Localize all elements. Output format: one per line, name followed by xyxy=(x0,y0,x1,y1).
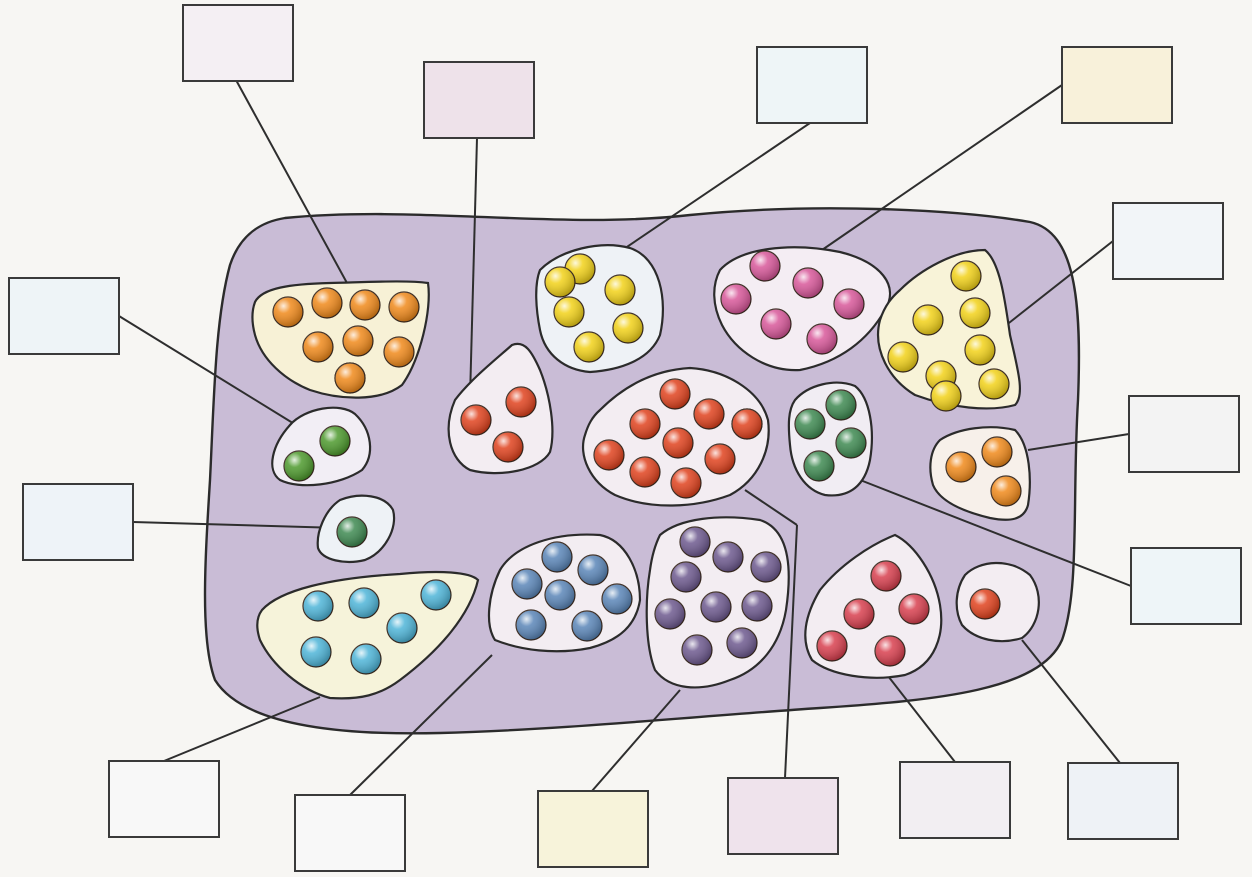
answer-box[interactable] xyxy=(424,62,534,138)
ball-highlight xyxy=(960,298,990,328)
ball-highlight xyxy=(303,591,333,621)
ball-highlight xyxy=(671,562,701,592)
answer-box[interactable] xyxy=(538,791,648,867)
ball-highlight xyxy=(301,637,331,667)
ball-highlight xyxy=(349,588,379,618)
ball-highlight xyxy=(951,261,981,291)
ball-highlight xyxy=(871,561,901,591)
answer-box[interactable] xyxy=(23,484,133,560)
ball-highlight xyxy=(705,444,735,474)
ball-group-yellow xyxy=(536,245,663,372)
ball-highlight xyxy=(946,452,976,482)
ball-highlight xyxy=(512,569,542,599)
ball-highlight xyxy=(727,628,757,658)
ball-highlight xyxy=(613,313,643,343)
answer-box[interactable] xyxy=(183,5,293,81)
ball-highlight xyxy=(578,555,608,585)
ball-highlight xyxy=(913,305,943,335)
ball-highlight xyxy=(793,268,823,298)
ball-highlight xyxy=(554,297,584,327)
ball-highlight xyxy=(320,426,350,456)
ball-highlight xyxy=(979,369,1009,399)
ball-highlight xyxy=(389,292,419,322)
answer-box[interactable] xyxy=(757,47,867,123)
answer-box[interactable] xyxy=(1062,47,1172,123)
ball-highlight xyxy=(982,437,1012,467)
ball-highlight xyxy=(742,591,772,621)
ball-highlight xyxy=(931,381,961,411)
ball-highlight xyxy=(875,636,905,666)
ball-highlight xyxy=(834,289,864,319)
ball-group-red xyxy=(957,563,1039,641)
ball-highlight xyxy=(663,428,693,458)
ball-highlight xyxy=(899,594,929,624)
ball-highlight xyxy=(750,251,780,281)
ball-highlight xyxy=(630,409,660,439)
answer-box[interactable] xyxy=(9,278,119,354)
answer-box[interactable] xyxy=(900,762,1010,838)
ball-highlight xyxy=(721,284,751,314)
ball-highlight xyxy=(751,552,781,582)
ball-highlight xyxy=(836,428,866,458)
answer-box[interactable] xyxy=(1113,203,1223,279)
ball-highlight xyxy=(303,332,333,362)
ball-highlight xyxy=(312,288,342,318)
ball-highlight xyxy=(602,584,632,614)
ball-highlight xyxy=(337,517,367,547)
ball-highlight xyxy=(795,409,825,439)
ball-highlight xyxy=(965,335,995,365)
ball-highlight xyxy=(682,635,712,665)
ball-highlight xyxy=(594,440,624,470)
ball-highlight xyxy=(545,267,575,297)
ball-highlight xyxy=(493,432,523,462)
ball-highlight xyxy=(807,324,837,354)
ball-highlight xyxy=(701,592,731,622)
ball-highlight xyxy=(461,405,491,435)
ball-highlight xyxy=(384,337,414,367)
ball-highlight xyxy=(574,332,604,362)
ball-highlight xyxy=(732,409,762,439)
ball-highlight xyxy=(421,580,451,610)
ball-highlight xyxy=(804,451,834,481)
answer-box[interactable] xyxy=(728,778,838,854)
connector-line xyxy=(164,697,320,761)
ball-highlight xyxy=(970,589,1000,619)
ball-highlight xyxy=(284,451,314,481)
ball-highlight xyxy=(542,542,572,572)
ball-highlight xyxy=(572,611,602,641)
ball-highlight xyxy=(713,542,743,572)
ball-highlight xyxy=(605,275,635,305)
answer-box[interactable] xyxy=(295,795,405,871)
answer-box[interactable] xyxy=(1068,763,1178,839)
connector-line xyxy=(1022,640,1120,763)
ball-highlight xyxy=(817,631,847,661)
ball-highlight xyxy=(680,527,710,557)
ball-highlight xyxy=(506,387,536,417)
ball-highlight xyxy=(888,342,918,372)
ball-highlight xyxy=(335,363,365,393)
ball-highlight xyxy=(671,468,701,498)
ball-highlight xyxy=(826,390,856,420)
answer-box[interactable] xyxy=(1129,396,1239,472)
ball-highlight xyxy=(630,457,660,487)
ball-group-dark_green xyxy=(789,383,872,496)
ball-highlight xyxy=(350,290,380,320)
answer-box[interactable] xyxy=(1131,548,1241,624)
ball-highlight xyxy=(387,613,417,643)
ball-highlight xyxy=(351,644,381,674)
answer-box[interactable] xyxy=(109,761,219,837)
ball-highlight xyxy=(991,476,1021,506)
ball-highlight xyxy=(660,379,690,409)
ball-highlight xyxy=(545,580,575,610)
ball-highlight xyxy=(761,309,791,339)
ball-highlight xyxy=(694,399,724,429)
ball-highlight xyxy=(273,297,303,327)
ball-highlight xyxy=(844,599,874,629)
ball-highlight xyxy=(655,599,685,629)
ball-highlight xyxy=(516,610,546,640)
ball-highlight xyxy=(343,326,373,356)
